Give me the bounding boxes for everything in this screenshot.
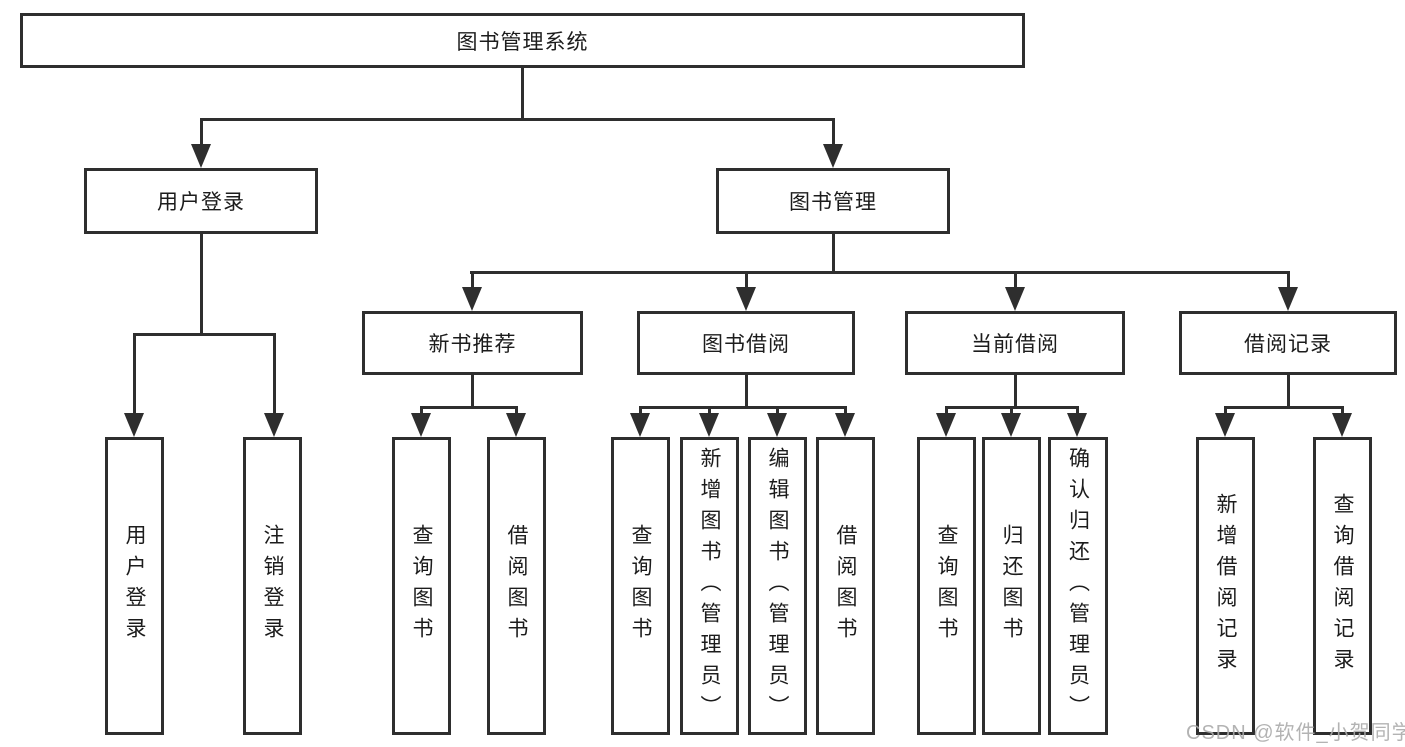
node-label: 图书借阅 — [702, 333, 790, 356]
node-label: 图书管理系统 — [456, 30, 589, 54]
node-label: 确认归还（管理员） — [1066, 446, 1090, 726]
arrow-down-icon — [1001, 413, 1021, 437]
arrow-down-icon — [699, 413, 719, 437]
connector-bus — [420, 406, 518, 409]
connector-drop — [844, 406, 847, 418]
node-edit-books-admin: 编辑图书（管理员） — [748, 437, 807, 735]
node-book-management: 图书管理 — [716, 168, 950, 234]
arrow-down-icon — [411, 413, 431, 437]
connector-drop — [745, 271, 748, 291]
node-add-borrow-record: 新增借阅记录 — [1196, 437, 1255, 735]
connector-drop — [420, 406, 423, 418]
node-label: 图书管理 — [789, 191, 877, 214]
connector-drop — [133, 333, 136, 415]
arrow-down-icon — [736, 287, 756, 311]
node-label: 用户登录 — [123, 524, 146, 648]
arrow-down-icon — [630, 413, 650, 437]
connector-stem — [1287, 375, 1290, 409]
arrow-down-icon — [1278, 287, 1298, 311]
connector-drop — [639, 406, 642, 418]
node-label: 编辑图书（管理员） — [766, 446, 789, 726]
node-user-login: 用户登录 — [84, 168, 318, 234]
connector-drop — [1076, 406, 1079, 418]
connector-drop — [273, 333, 276, 415]
node-query-borrow-record: 查询借阅记录 — [1313, 437, 1372, 735]
node-label: 用户登录 — [157, 191, 245, 214]
node-label: 查询图书 — [410, 524, 433, 648]
connector-drop — [1287, 271, 1290, 291]
arrow-down-icon — [823, 144, 843, 168]
node-query-books-2: 查询图书 — [611, 437, 670, 735]
arrow-down-icon — [1332, 413, 1352, 437]
node-label: 注销登录 — [261, 524, 284, 648]
connector-stem — [1014, 375, 1017, 409]
connector-bus — [1224, 406, 1344, 409]
connector-user-login-drop — [200, 118, 203, 148]
node-borrow-books-2: 借阅图书 — [816, 437, 875, 735]
connector-bus — [639, 406, 847, 409]
node-label: 借阅图书 — [834, 524, 857, 648]
connector-drop — [1014, 271, 1017, 291]
node-label: 查询图书 — [629, 524, 652, 648]
arrow-down-icon — [124, 413, 144, 437]
connector-user-login-stem — [200, 233, 203, 336]
connector-book-mgmt-bus — [470, 271, 1290, 274]
node-borrow-books-1: 借阅图书 — [487, 437, 546, 735]
connector-root-bus — [200, 118, 835, 121]
node-current-borrowing: 当前借阅 — [905, 311, 1125, 375]
node-book-borrowing: 图书借阅 — [637, 311, 855, 375]
node-label: 归还图书 — [1000, 524, 1023, 648]
arrow-down-icon — [462, 287, 482, 311]
connector-book-mgmt-drop — [832, 118, 835, 148]
node-user-login-leaf: 用户登录 — [105, 437, 164, 735]
connector-root-stem — [521, 67, 524, 120]
connector-drop — [1010, 406, 1013, 418]
node-label: 查询图书 — [935, 524, 958, 648]
node-new-book-recommendation: 新书推荐 — [362, 311, 583, 375]
node-label: 借阅图书 — [505, 524, 528, 648]
node-label: 当前借阅 — [971, 333, 1059, 356]
connector-drop — [1224, 406, 1227, 418]
node-confirm-return-admin: 确认归还（管理员） — [1048, 437, 1108, 735]
node-return-books: 归还图书 — [982, 437, 1041, 735]
connector-user-login-bus — [133, 333, 276, 336]
node-library-management-system: 图书管理系统 — [20, 13, 1025, 68]
connector-book-mgmt-stem — [832, 233, 835, 274]
node-label: 新书推荐 — [428, 333, 517, 356]
node-label: 新增借阅记录 — [1214, 493, 1237, 679]
csdn-watermark: CSDN @软件_小贺同学 — [1186, 722, 1405, 744]
arrow-down-icon — [936, 413, 956, 437]
arrow-down-icon — [1067, 413, 1087, 437]
arrow-down-icon — [1005, 287, 1025, 311]
arrow-down-icon — [1215, 413, 1235, 437]
node-add-books-admin: 新增图书（管理员） — [680, 437, 739, 735]
node-label: 借阅记录 — [1244, 333, 1332, 356]
arrow-down-icon — [506, 413, 526, 437]
connector-drop — [776, 406, 779, 418]
node-label: 新增图书（管理员） — [698, 446, 721, 726]
connector-drop — [471, 271, 474, 291]
node-label: 查询借阅记录 — [1331, 493, 1354, 679]
node-query-books-1: 查询图书 — [392, 437, 451, 735]
connector-drop — [708, 406, 711, 418]
arrow-down-icon — [835, 413, 855, 437]
connector-drop — [1341, 406, 1344, 418]
arrow-down-icon — [264, 413, 284, 437]
node-query-books-3: 查询图书 — [917, 437, 976, 735]
connector-stem — [745, 375, 748, 409]
node-borrowing-records: 借阅记录 — [1179, 311, 1397, 375]
arrow-down-icon — [767, 413, 787, 437]
connector-drop — [515, 406, 518, 418]
node-logout: 注销登录 — [243, 437, 302, 735]
connector-stem — [471, 375, 474, 409]
connector-drop — [945, 406, 948, 418]
arrow-down-icon — [191, 144, 211, 168]
